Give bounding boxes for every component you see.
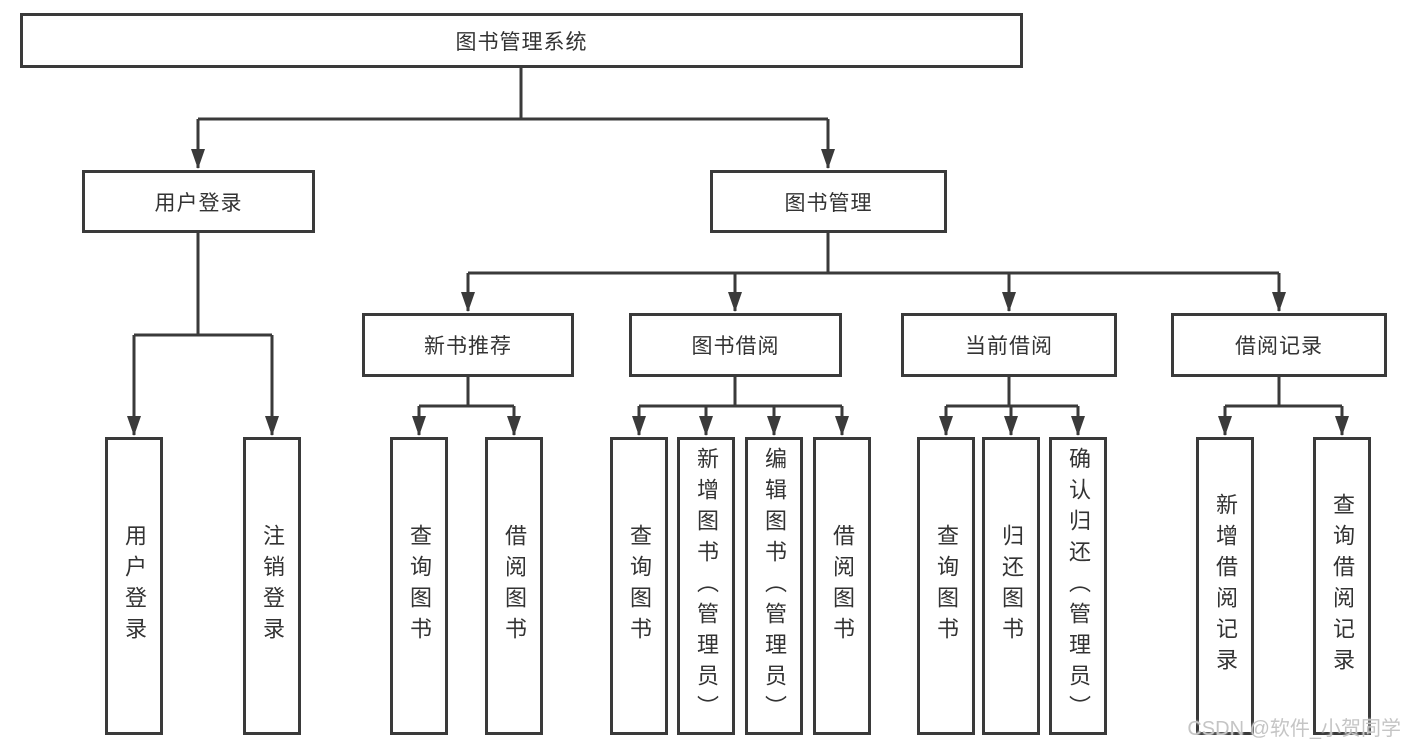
node-label: 图书借阅 [691,335,780,358]
node-label: 用户登录 [154,191,243,215]
leaf-query-books-recommend: 查询图书 [390,437,448,735]
leaf-confirm-return-admin: 确认归还（管理员） [1049,437,1107,735]
node-root: 图书管理系统 [20,13,1023,68]
leaf-query-books-current: 查询图书 [917,437,975,735]
leaf-label: 归还图书 [999,524,1024,648]
leaf-label: 借阅图书 [502,524,527,648]
leaf-query-books-borrowing: 查询图书 [610,437,668,735]
leaf-label: 编辑图书（管理员） [762,446,787,726]
leaf-user-login: 用户登录 [105,437,163,735]
node-book-borrowing: 图书借阅 [629,313,842,377]
node-user-login: 用户登录 [82,170,315,233]
leaf-borrow-books-recommend: 借阅图书 [485,437,543,735]
leaf-borrow-books-borrowing: 借阅图书 [813,437,871,735]
node-label: 当前借阅 [965,335,1053,358]
node-new-book-recommendation: 新书推荐 [362,313,574,377]
leaf-add-borrowing-record: 新增借阅记录 [1196,437,1254,735]
leaf-edit-book-admin: 编辑图书（管理员） [745,437,803,735]
leaf-add-book-admin: 新增图书（管理员） [677,437,735,735]
leaf-logout: 注销登录 [243,437,301,735]
leaf-label: 查询图书 [934,524,959,648]
leaf-label: 新增图书（管理员） [694,446,719,726]
node-label: 图书管理系统 [455,30,588,54]
node-label: 新书推荐 [424,335,512,358]
leaf-query-borrowing-record: 查询借阅记录 [1313,437,1371,735]
node-book-management: 图书管理 [710,170,947,233]
leaf-label: 用户登录 [122,524,147,648]
leaf-label: 查询图书 [407,524,432,648]
leaf-label: 确认归还（管理员） [1066,446,1091,726]
node-current-borrowing: 当前借阅 [901,313,1117,377]
leaf-label: 查询图书 [627,524,652,648]
node-label: 图书管理 [784,191,873,215]
leaf-label: 注销登录 [260,524,285,648]
csdn-watermark: CSDN @软件_小贺同学 [1187,718,1401,740]
leaf-return-books: 归还图书 [982,437,1040,735]
node-label: 借阅记录 [1235,335,1323,358]
node-borrowing-records: 借阅记录 [1171,313,1387,377]
leaf-label: 查询借阅记录 [1330,493,1355,679]
leaf-label: 新增借阅记录 [1213,493,1238,679]
leaf-label: 借阅图书 [830,524,855,648]
